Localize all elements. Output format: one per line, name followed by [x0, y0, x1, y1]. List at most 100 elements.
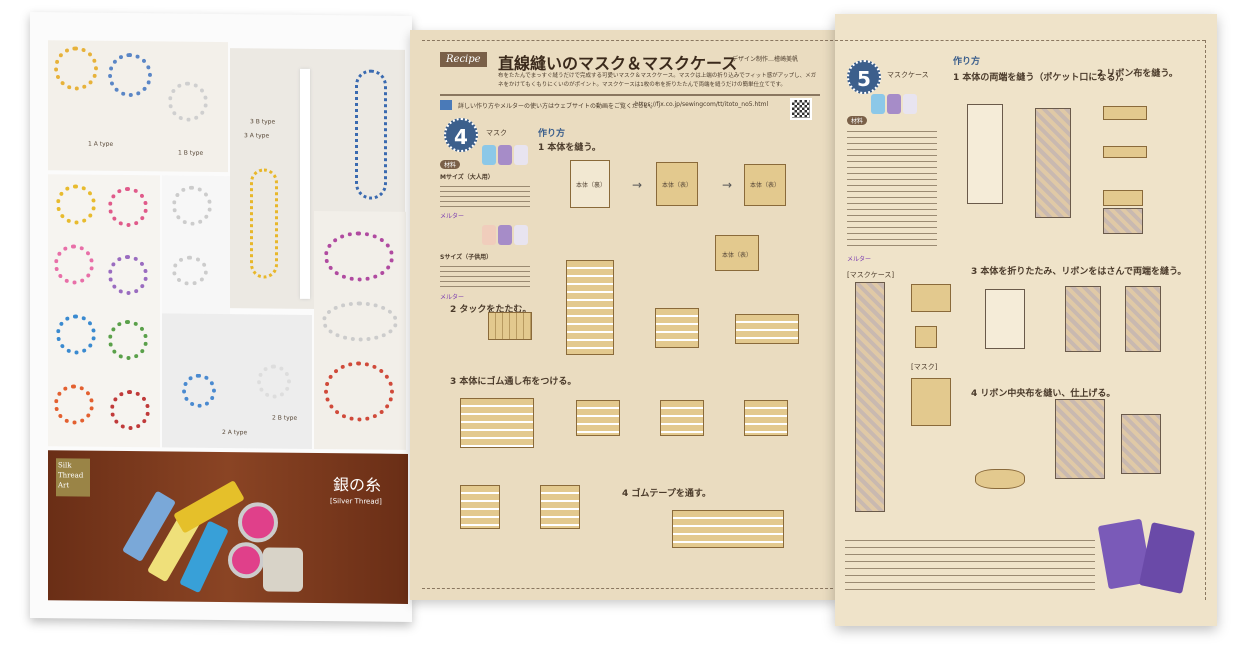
fabric-diagram	[967, 104, 1003, 204]
divider	[440, 94, 820, 96]
recipe-url[interactable]: https://fjx.co.jp/sewingcom/tt/itoto_no5…	[635, 101, 769, 108]
fabric-label: 本体（裏）	[576, 182, 607, 189]
finished-case-photo	[1138, 522, 1196, 594]
thread-spool	[887, 94, 901, 114]
mask-pattern	[911, 378, 951, 426]
thread-spool	[514, 225, 528, 245]
lace-motif	[257, 364, 291, 399]
mask-label: [マスク]	[911, 363, 938, 371]
bracelet	[324, 231, 394, 282]
thread-spool	[482, 225, 496, 245]
silver-thread-spool	[263, 547, 303, 592]
dashed-divider	[1205, 40, 1206, 600]
fabric-diagram	[540, 485, 580, 529]
fabric-diagram	[1055, 399, 1105, 479]
recipe-description: 布をたたんでまっすぐ縫うだけで完成する可愛いマスク＆マスクケース。マスクは上端の…	[498, 73, 817, 88]
recipe-panel-case: 5 マスクケース 材料 メルター 作り方 1 本体の両端を縫う（ポケット口になる…	[835, 14, 1217, 626]
fabric-diagram	[460, 398, 534, 448]
product-subtitle: [Silver Thread]	[330, 497, 382, 506]
yellow-lace-motif	[54, 46, 98, 91]
materials-list	[440, 262, 530, 290]
fabric-diagram	[735, 314, 799, 344]
lace-motif	[182, 373, 216, 408]
silver-thread-reel	[238, 502, 278, 543]
qr-code[interactable]	[790, 98, 812, 120]
fabric-diagram	[744, 400, 788, 436]
blue-necklace	[355, 69, 387, 200]
step-2: 2 リボン布を縫う。	[1097, 69, 1178, 79]
tree-stand	[300, 68, 310, 299]
fabric-diagram	[488, 312, 532, 340]
thread-spool	[498, 145, 512, 165]
white-motifs-photo	[162, 175, 230, 317]
fabric-diagram	[1121, 414, 1161, 474]
arrow-icon: →	[632, 178, 643, 192]
fabric-label: 本体（表）	[722, 252, 753, 259]
silver-thread-banner: Silk Thread Art 銀の糸 [Silver Thread]	[48, 450, 408, 604]
dashed-divider	[422, 40, 838, 41]
bracelet	[322, 301, 398, 342]
colorful-motifs-photo	[48, 174, 160, 448]
blue-lace-motif	[108, 52, 152, 98]
notes-block	[845, 534, 1095, 594]
section-5-name: マスクケース	[887, 71, 929, 79]
product-title: 銀の糸	[333, 475, 382, 495]
melter-s: メルター	[440, 294, 465, 301]
lace-motif	[172, 255, 208, 286]
materials-label: 材料	[440, 160, 461, 169]
earrings-photo: 1 A type 1 B type	[48, 40, 228, 173]
step-1: 1 本体を縫う。	[538, 143, 601, 153]
lace-motif	[110, 389, 150, 431]
video-icon	[440, 100, 452, 110]
label-3a: 3 A type	[244, 132, 270, 140]
step-4: 4 ゴムテープを通す。	[622, 489, 711, 499]
lace-motif	[172, 185, 212, 226]
drop-earrings-photo: 2 A type 2 B type	[162, 313, 312, 449]
fabric-diagram	[1035, 108, 1071, 218]
white-lace-motif	[168, 81, 208, 122]
fabric-label: 本体（表）	[750, 182, 781, 189]
fabric-diagram	[1125, 286, 1161, 352]
thread-spool	[514, 145, 528, 165]
lace-motif	[54, 384, 94, 425]
silver-thread-reel	[228, 542, 264, 579]
label-2a: 2 A type	[222, 429, 248, 437]
brand-logo: Silk Thread Art	[56, 458, 90, 497]
section-4-name: マスク	[486, 129, 507, 137]
fabric-diagram	[1103, 208, 1143, 234]
label-3b: 3 B type	[250, 118, 276, 126]
pleat-diagram	[566, 260, 614, 355]
fabric-label: 本体（表）	[662, 182, 693, 189]
lace-motif	[54, 244, 94, 285]
size-s: Sサイズ（子供用）	[440, 254, 493, 261]
ribbon-diagram	[1103, 190, 1143, 206]
melter-m: メルター	[440, 213, 465, 220]
fabric-diagram	[985, 289, 1025, 349]
howto-heading: 作り方	[538, 129, 566, 139]
bracelet	[324, 361, 394, 422]
step-4: 4 リボン中央布を縫い、仕上げる。	[971, 389, 1116, 399]
bracelets-photo	[314, 210, 406, 450]
arrow-icon: →	[722, 178, 733, 192]
label-2b: 2 B type	[272, 414, 298, 422]
howto-heading: 作り方	[953, 57, 981, 67]
fabric-diagram	[1065, 286, 1101, 352]
lace-motif	[108, 254, 148, 296]
recipe-title: 直線縫いのマスク＆マスクケース	[498, 54, 738, 73]
ribbon-pattern	[911, 284, 951, 312]
step-3: 3 本体を折りたたみ、リボンをはさんで両端を縫う。	[971, 267, 1187, 277]
finished-mask-diagram	[672, 510, 784, 548]
step-1: 1 本体の両端を縫う（ポケット口になる）。	[953, 73, 1129, 83]
fabric-diagram	[656, 162, 698, 206]
melter: メルター	[847, 256, 872, 263]
step-2: 2 タックをたたむ。	[450, 305, 532, 315]
recipe-panel-mask: Recipe 直線縫いのマスク＆マスクケース デザイン制作…檜崎美帆 布をたたん…	[410, 30, 838, 600]
materials-label: 材料	[847, 116, 868, 125]
fabric-diagram	[715, 235, 759, 271]
fabric-diagram	[576, 400, 620, 436]
ribbon-diagram	[1103, 146, 1147, 158]
dashed-divider	[422, 588, 838, 589]
size-m: Mサイズ（大人用）	[440, 174, 494, 181]
thread-spool	[482, 145, 496, 165]
recipe-credit: デザイン制作…檜崎美帆	[732, 56, 799, 63]
